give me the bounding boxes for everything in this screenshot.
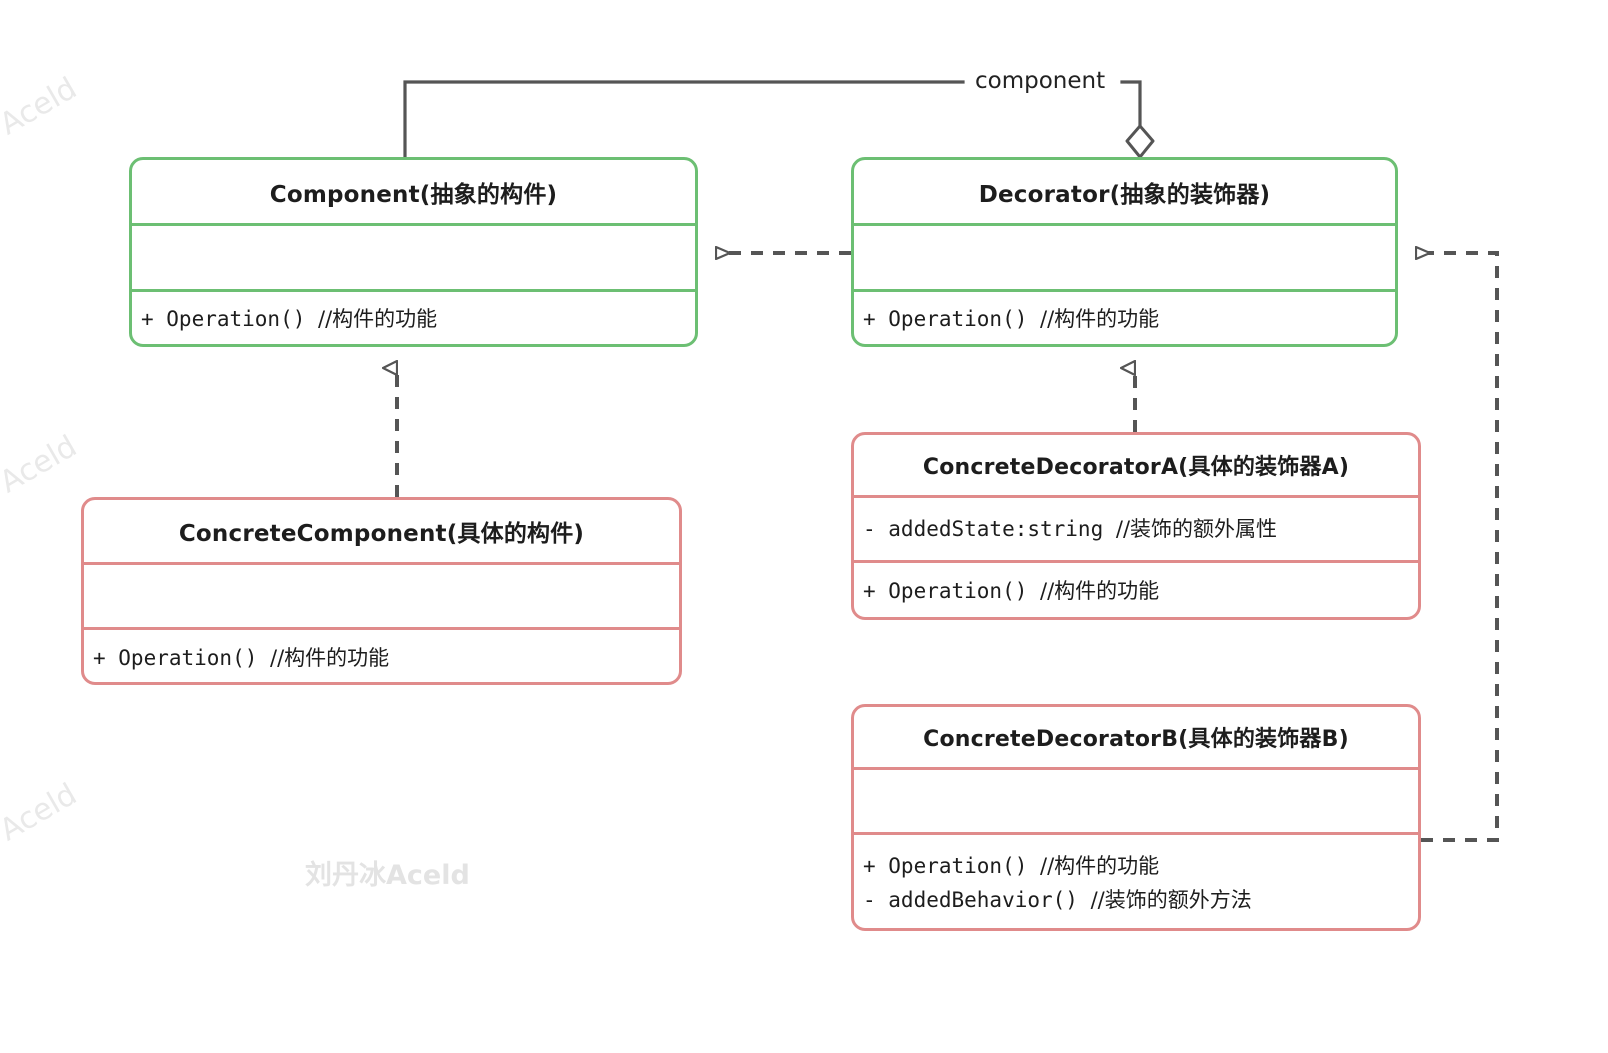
member-signature: + Operation()	[863, 307, 1041, 332]
member-signature: - addedState:string	[863, 516, 1116, 541]
class-divider	[854, 767, 1418, 770]
attributes-compartment-decorator	[854, 226, 1395, 289]
member-row: + Operation() //构件的功能	[93, 644, 679, 672]
operations-compartment-concrete-decorator-b: + Operation() //构件的功能 - addedBehavior() …	[854, 835, 1418, 928]
member-row: + Operation() //构件的功能	[863, 852, 1418, 880]
member-signature: + Operation()	[141, 307, 319, 332]
member-row: + Operation() //构件的功能	[863, 577, 1418, 605]
watermark-left-top: Aceld	[0, 70, 83, 143]
attributes-compartment-concrete-decorator-a: - addedState:string //装饰的额外属性	[854, 498, 1418, 560]
class-box-concrete-decorator-a[interactable]: ConcreteDecoratorA(具体的装饰器A) - addedState…	[851, 432, 1421, 620]
class-divider	[84, 562, 679, 565]
member-row: - addedBehavior() //装饰的额外方法	[863, 886, 1418, 914]
class-divider	[854, 223, 1395, 226]
class-divider	[854, 495, 1418, 498]
member-comment: //构件的功能	[1040, 853, 1160, 878]
member-signature: + Operation()	[863, 853, 1041, 878]
class-divider	[84, 627, 679, 630]
class-divider	[854, 560, 1418, 563]
watermark-left-bottom: Aceld	[0, 776, 83, 849]
edge-realization-concretedecoratorb-to-decorator	[1416, 253, 1499, 842]
watermark-center: 刘丹冰Aceld	[305, 860, 470, 891]
attributes-compartment-concrete-component	[84, 565, 679, 627]
class-name-decorator: Decorator(抽象的装饰器)	[978, 181, 1271, 208]
member-row: - addedState:string //装饰的额外属性	[863, 515, 1418, 543]
class-name-concrete-decorator-b: ConcreteDecoratorB(具体的装饰器B)	[923, 727, 1349, 752]
class-divider	[132, 289, 695, 292]
member-comment: //装饰的额外方法	[1090, 888, 1252, 912]
member-signature: + Operation()	[863, 579, 1041, 604]
member-signature: - addedBehavior()	[863, 888, 1091, 912]
attributes-compartment-component	[132, 226, 695, 289]
operations-compartment-decorator: + Operation() //构件的功能	[854, 292, 1395, 344]
member-row: + Operation() //构件的功能	[863, 305, 1395, 333]
member-comment: //构件的功能	[270, 645, 390, 670]
class-box-concrete-component[interactable]: ConcreteComponent(具体的构件) + Operation() /…	[81, 497, 682, 685]
class-divider	[854, 832, 1418, 835]
member-row: + Operation() //构件的功能	[141, 305, 695, 333]
operations-compartment-component: + Operation() //构件的功能	[132, 292, 695, 344]
class-box-concrete-decorator-b[interactable]: ConcreteDecoratorB(具体的装饰器B) + Operation(…	[851, 704, 1421, 931]
member-comment: //构件的功能	[1040, 579, 1160, 604]
class-name-concrete-component: ConcreteComponent(具体的构件)	[178, 521, 585, 547]
class-name-component: Component(抽象的构件)	[269, 181, 558, 208]
operations-compartment-concrete-decorator-a: + Operation() //构件的功能	[854, 563, 1418, 617]
class-box-decorator[interactable]: Decorator(抽象的装饰器) + Operation() //构件的功能	[851, 157, 1398, 347]
class-name-concrete-decorator-a: ConcreteDecoratorA(具体的装饰器A)	[922, 455, 1350, 480]
class-box-component[interactable]: Component(抽象的构件) + Operation() //构件的功能	[129, 157, 698, 347]
attributes-compartment-concrete-decorator-b	[854, 770, 1418, 832]
member-comment: //构件的功能	[1040, 307, 1160, 332]
class-divider	[132, 223, 695, 226]
watermark-left-middle: Aceld	[0, 428, 83, 501]
class-divider	[854, 289, 1395, 292]
member-comment: //构件的功能	[318, 307, 438, 332]
member-comment: //装饰的额外属性	[1115, 516, 1278, 541]
aggregation-role-label: component	[971, 68, 1110, 94]
member-signature: + Operation()	[93, 645, 271, 670]
operations-compartment-concrete-component: + Operation() //构件的功能	[84, 630, 679, 682]
